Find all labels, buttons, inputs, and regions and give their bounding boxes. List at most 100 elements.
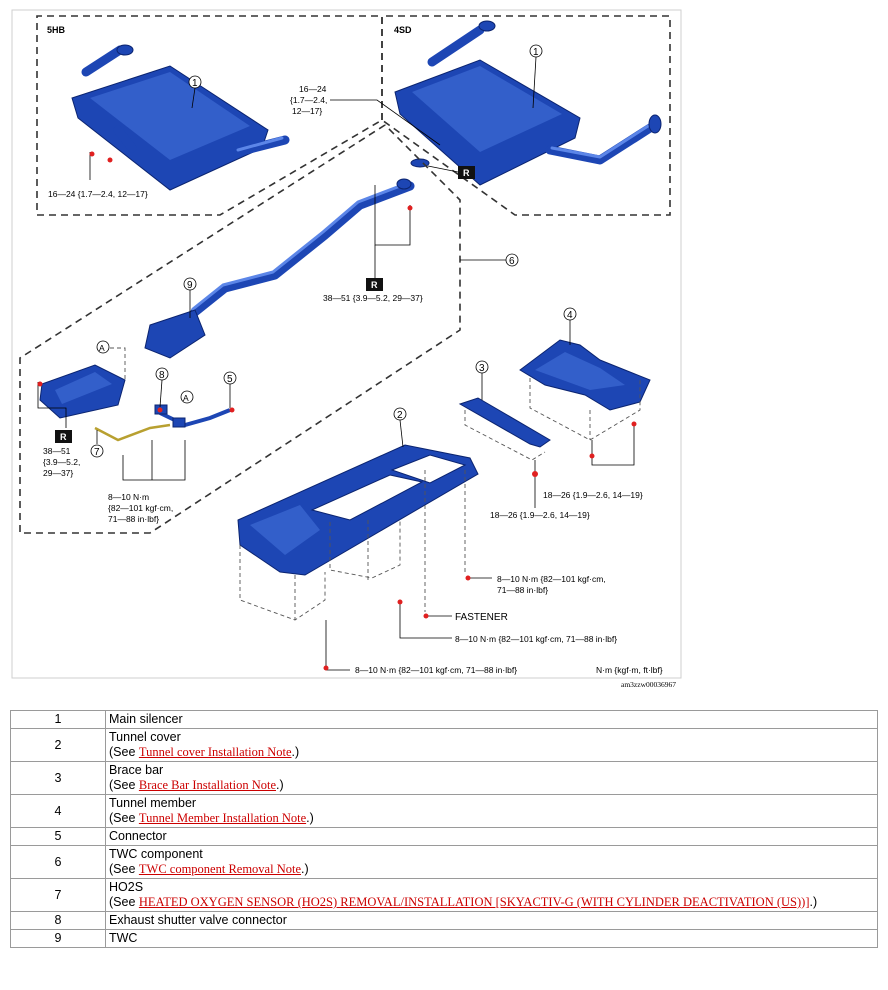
hb-main-silencer bbox=[71, 44, 290, 191]
part-description: Tunnel member(See Tunnel Member Installa… bbox=[105, 794, 878, 828]
see-prefix: (See bbox=[109, 895, 139, 909]
svg-text:6: 6 bbox=[509, 256, 515, 267]
part-description: Exhaust shutter valve connector bbox=[105, 911, 878, 930]
tunnel-cover-torque-right-line1: 8—10 N·m {82—101 kgf·cm, bbox=[497, 574, 606, 584]
ho2s-torque-leader bbox=[122, 440, 186, 481]
brace-bar bbox=[458, 397, 551, 461]
svg-text:2: 2 bbox=[397, 410, 403, 421]
svg-text:5: 5 bbox=[227, 374, 233, 385]
svg-text:A: A bbox=[183, 393, 189, 403]
part-number: 5 bbox=[10, 827, 106, 846]
callout-4: 4 bbox=[563, 307, 577, 345]
see-suffix: .) bbox=[809, 895, 818, 909]
part-name: TWC component bbox=[109, 847, 203, 861]
part-description: Tunnel cover(See Tunnel cover Installati… bbox=[105, 728, 878, 762]
see-suffix: .) bbox=[291, 745, 300, 759]
part-name: Connector bbox=[109, 829, 167, 843]
part-name: Main silencer bbox=[109, 712, 183, 726]
reference-link[interactable]: Tunnel Member Installation Note bbox=[138, 811, 307, 825]
see-suffix: .) bbox=[276, 778, 284, 792]
part-name: Tunnel cover bbox=[109, 730, 181, 744]
exhaust-system-diagram: 5HB 4SD 1 1 16—24 {1.7—2.4, 12—17} 16— bbox=[11, 9, 682, 689]
part-description: TWC bbox=[105, 929, 878, 948]
see-suffix: .) bbox=[306, 811, 314, 825]
see-prefix: (See bbox=[109, 811, 139, 825]
part-number: 4 bbox=[10, 794, 106, 828]
callout-5: 5 bbox=[223, 371, 237, 408]
svg-text:R: R bbox=[60, 432, 67, 442]
reference-link[interactable]: Brace Bar Installation Note bbox=[138, 778, 276, 792]
twc-left-leader bbox=[37, 382, 67, 428]
part-description: Connector bbox=[105, 827, 878, 846]
svg-text:A: A bbox=[99, 343, 105, 353]
sub-callout-a-1: A bbox=[96, 340, 126, 380]
callout-9: 9 bbox=[183, 277, 197, 318]
reusable-mark-joint: R bbox=[458, 166, 475, 179]
twc-left-torque-line2: {3.9—5.2, bbox=[43, 457, 80, 467]
svg-text:4: 4 bbox=[567, 310, 573, 321]
sd-torque-leader bbox=[330, 99, 441, 146]
hb-variant-label: 5HB bbox=[47, 25, 66, 35]
brace-bar-torque: 18—26 {1.9—2.6, 14—19} bbox=[490, 510, 590, 520]
sd-silencer-torque-line1: 16—24 bbox=[299, 84, 327, 94]
tunnel-cover-torque-bottom: 8—10 N·m {82—101 kgf·cm, 71—88 in·lbf} bbox=[355, 665, 517, 675]
sd-main-silencer bbox=[394, 20, 662, 186]
part-number: 2 bbox=[10, 728, 106, 762]
ho2s-torque-line3: 71—88 in·lbf} bbox=[108, 514, 159, 524]
part-description: HO2S(See HEATED OXYGEN SENSOR (HO2S) REM… bbox=[105, 878, 878, 912]
twc-component-box bbox=[19, 124, 461, 534]
callout-8: 8 bbox=[155, 367, 169, 408]
part-number: 8 bbox=[10, 911, 106, 930]
unit-legend: N·m {kgf·m, ft·lbf} bbox=[596, 665, 663, 675]
svg-text:8: 8 bbox=[159, 370, 165, 381]
figure-frame bbox=[11, 9, 682, 679]
reference-link[interactable]: Tunnel cover Installation Note bbox=[138, 745, 292, 759]
sd-silencer-torque-line3: 12—17} bbox=[292, 106, 322, 116]
front-exhaust-pipe bbox=[39, 178, 415, 419]
part-number: 1 bbox=[10, 710, 106, 729]
see-prefix: (See bbox=[109, 745, 139, 759]
svg-text:1: 1 bbox=[533, 47, 539, 58]
see-prefix: (See bbox=[109, 778, 139, 792]
tunnel-member-torque-leader bbox=[591, 425, 635, 466]
sd-silencer-torque-line2: {1.7—2.4, bbox=[290, 95, 327, 105]
svg-text:3: 3 bbox=[479, 363, 485, 374]
see-prefix: (See bbox=[109, 862, 139, 876]
twc-joint-leader bbox=[374, 185, 411, 246]
callout-1-sd: 1 bbox=[529, 44, 543, 109]
tunnel-cover-torque-right-line2: 71—88 in·lbf} bbox=[497, 585, 548, 595]
tunnel-member-torque: 18—26 {1.9—2.6, 14—19} bbox=[543, 490, 643, 500]
svg-text:1: 1 bbox=[192, 78, 198, 89]
part-name: Tunnel member bbox=[109, 796, 197, 810]
tunnel-cover-torque-mid: 8—10 N·m {82—101 kgf·cm, 71—88 in·lbf} bbox=[455, 634, 617, 644]
part-name: Exhaust shutter valve connector bbox=[109, 913, 287, 927]
callout-1-hb: 1 bbox=[188, 75, 202, 109]
reference-link[interactable]: HEATED OXYGEN SENSOR (HO2S) REMOVAL/INST… bbox=[138, 895, 810, 909]
part-number: 3 bbox=[10, 761, 106, 795]
callout-2: 2 bbox=[393, 407, 407, 448]
svg-text:7: 7 bbox=[94, 447, 100, 458]
tunnel-cover bbox=[237, 444, 479, 621]
callout-7: 7 bbox=[90, 430, 104, 458]
fastener-label: FASTENER bbox=[455, 612, 508, 623]
tunnel-member bbox=[519, 339, 651, 441]
reference-link[interactable]: TWC component Removal Note bbox=[138, 862, 302, 876]
part-description: Brace bar(See Brace Bar Installation Not… bbox=[105, 761, 878, 795]
reusable-mark-twc-left: R bbox=[55, 430, 72, 443]
part-number: 6 bbox=[10, 845, 106, 879]
svg-text:9: 9 bbox=[187, 280, 193, 291]
ho2s-harness bbox=[94, 404, 235, 442]
svg-text:R: R bbox=[463, 168, 470, 178]
part-name: Brace bar bbox=[109, 763, 164, 777]
twc-joint-torque: 38—51 {3.9—5.2, 29—37} bbox=[323, 293, 423, 303]
part-name: TWC bbox=[109, 931, 138, 945]
svg-text:R: R bbox=[371, 280, 378, 290]
twc-left-torque-line3: 29—37} bbox=[43, 468, 73, 478]
